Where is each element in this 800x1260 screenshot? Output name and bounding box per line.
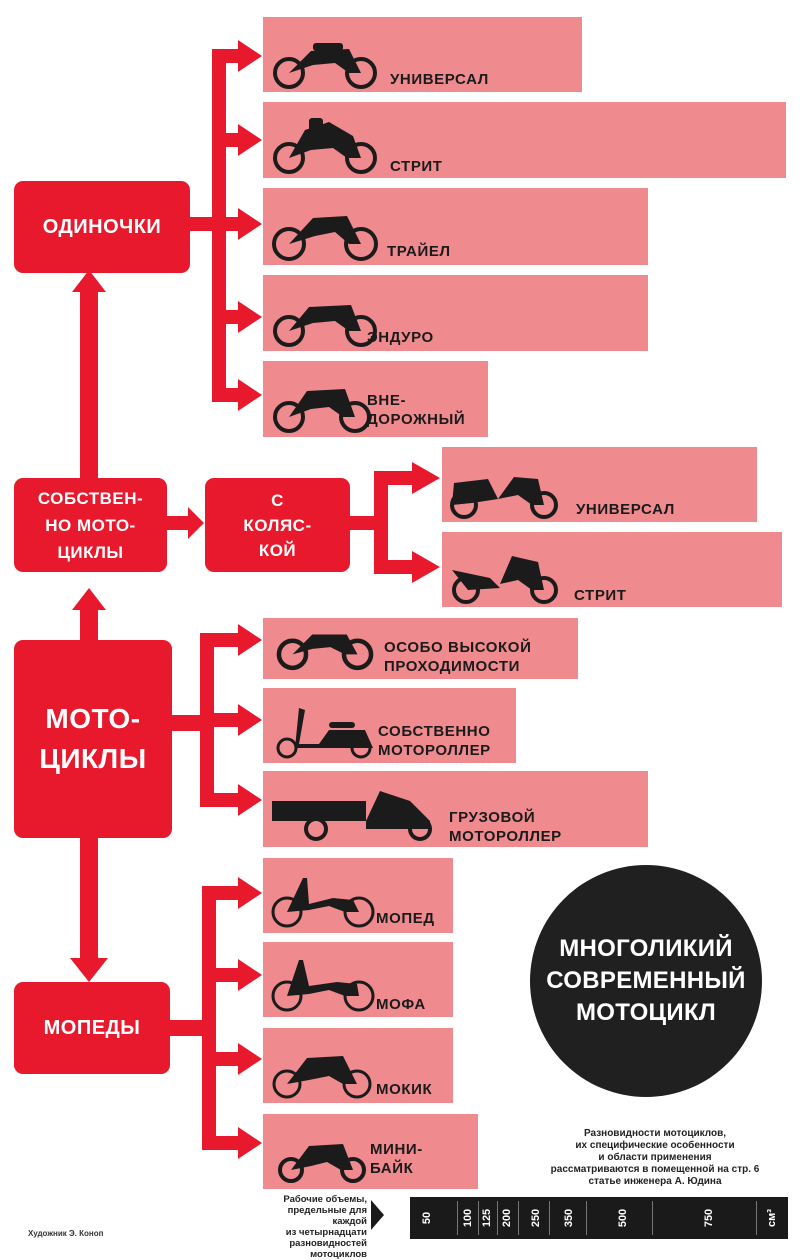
node-proper-motorcycles: СОБСТВЕН- НО МОТО- ЦИКЛЫ	[14, 478, 167, 572]
category-label: СТРИТ	[390, 158, 443, 175]
category-bar-offroad: ВНЕ- ДОРОЖНЫЙ	[263, 361, 488, 437]
scooter-icon	[276, 708, 373, 759]
category-bar-cargo-scooter: ГРУЗОВОЙ МОТОРОЛЛЕР	[263, 771, 648, 847]
scale-divider	[497, 1201, 498, 1235]
motorcycle-icon	[273, 305, 377, 347]
category-bar-minibike: МИНИ- БАЙК	[263, 1114, 478, 1189]
sidecar-motorcycle-icon	[450, 477, 558, 519]
category-bar-high-clearance-scooter: ОСОБО ВЫСОКОЙ ПРОХОДИМОСТИ	[263, 618, 578, 679]
category-label: ТРАЙЕЛ	[387, 243, 451, 260]
node-motorcycles-root: МОТО- ЦИКЛЫ	[14, 640, 172, 838]
category-label: ГРУЗОВОЙ МОТОРОЛЛЕР	[449, 809, 562, 845]
scale-tick: 100	[462, 1208, 475, 1228]
scale-tick: 750	[703, 1208, 716, 1228]
category-label: МОФА	[376, 996, 426, 1013]
scooter-icon	[276, 634, 374, 671]
sidecar-motorcycle-icon	[452, 556, 558, 604]
category-label: ОСОБО ВЫСОКОЙ ПРОХОДИМОСТИ	[384, 639, 532, 675]
scale-tick: 350	[563, 1208, 576, 1228]
scale-caption: Рабочие объемы, предельные для каждой из…	[283, 1194, 367, 1260]
scale-tick: 50	[421, 1211, 433, 1225]
displacement-scale	[410, 1197, 788, 1239]
moped-icon	[272, 1056, 372, 1099]
scale-tick: 125	[481, 1208, 494, 1228]
scale-tick: 500	[617, 1208, 630, 1228]
category-bar-universal: УНИВЕРСАЛ	[263, 17, 582, 92]
category-bar-street: СТРИТ	[263, 102, 786, 178]
scale-arrow-icon	[371, 1200, 384, 1230]
motorcycle-icon	[273, 43, 377, 89]
category-label: СОБСТВЕННО МОТОРОЛЛЕР	[378, 723, 491, 759]
category-bar-scooter: СОБСТВЕННО МОТОРОЛЛЕР	[263, 688, 516, 763]
scale-tick: 200	[501, 1208, 514, 1228]
scale-tick: см³	[766, 1209, 779, 1227]
node-mopeds: МОПЕДЫ	[14, 982, 170, 1074]
scale-divider	[756, 1201, 757, 1235]
category-bar-sidecar-street: СТРИТ	[442, 532, 782, 607]
cargo-scooter-icon	[272, 791, 432, 841]
category-label: ЭНДУРО	[367, 329, 434, 346]
category-label: УНИВЕРСАЛ	[576, 501, 675, 518]
artist-credit: Художник Э. Коноп	[28, 1229, 104, 1238]
scale-divider	[549, 1201, 550, 1235]
article-note: Разновидности мотоциклов, их специфическ…	[550, 1128, 760, 1187]
scale-divider	[652, 1201, 653, 1235]
moped-icon	[271, 878, 375, 928]
category-bar-enduro: ЭНДУРО	[263, 275, 648, 351]
node-singles: ОДИНОЧКИ	[14, 181, 190, 273]
category-label: МОКИК	[376, 1081, 433, 1098]
category-bar-moped: МОПЕД	[263, 858, 453, 933]
category-bar-trail: ТРАЙЕЛ	[263, 188, 648, 265]
category-label: МИНИ- БАЙК	[370, 1141, 423, 1177]
category-label: МОПЕД	[376, 910, 435, 927]
motorcycle-icon	[272, 216, 378, 261]
category-bar-sidecar-universal: УНИВЕРСАЛ	[442, 447, 757, 522]
scale-tick: 250	[530, 1208, 543, 1228]
scale-divider	[518, 1201, 519, 1235]
motorcycle-icon	[273, 389, 371, 433]
title-circle: МНОГОЛИКИЙ СОВРЕМЕННЫЙ МОТОЦИКЛ	[530, 865, 762, 1097]
moped-icon	[271, 960, 375, 1012]
scale-divider	[586, 1201, 587, 1235]
node-with-sidecar: С КОЛЯС- КОЙ	[205, 478, 350, 572]
category-bar-mokik: МОКИК	[263, 1028, 453, 1103]
minibike-icon	[278, 1144, 366, 1183]
category-label: СТРИТ	[574, 587, 627, 604]
category-bar-mofa: МОФА	[263, 942, 453, 1017]
scale-divider	[457, 1201, 458, 1235]
category-label: УНИВЕРСАЛ	[390, 71, 489, 88]
category-label: ВНЕ- ДОРОЖНЫЙ	[367, 392, 466, 428]
scale-divider	[478, 1201, 479, 1235]
motorcycle-icon	[273, 118, 377, 174]
